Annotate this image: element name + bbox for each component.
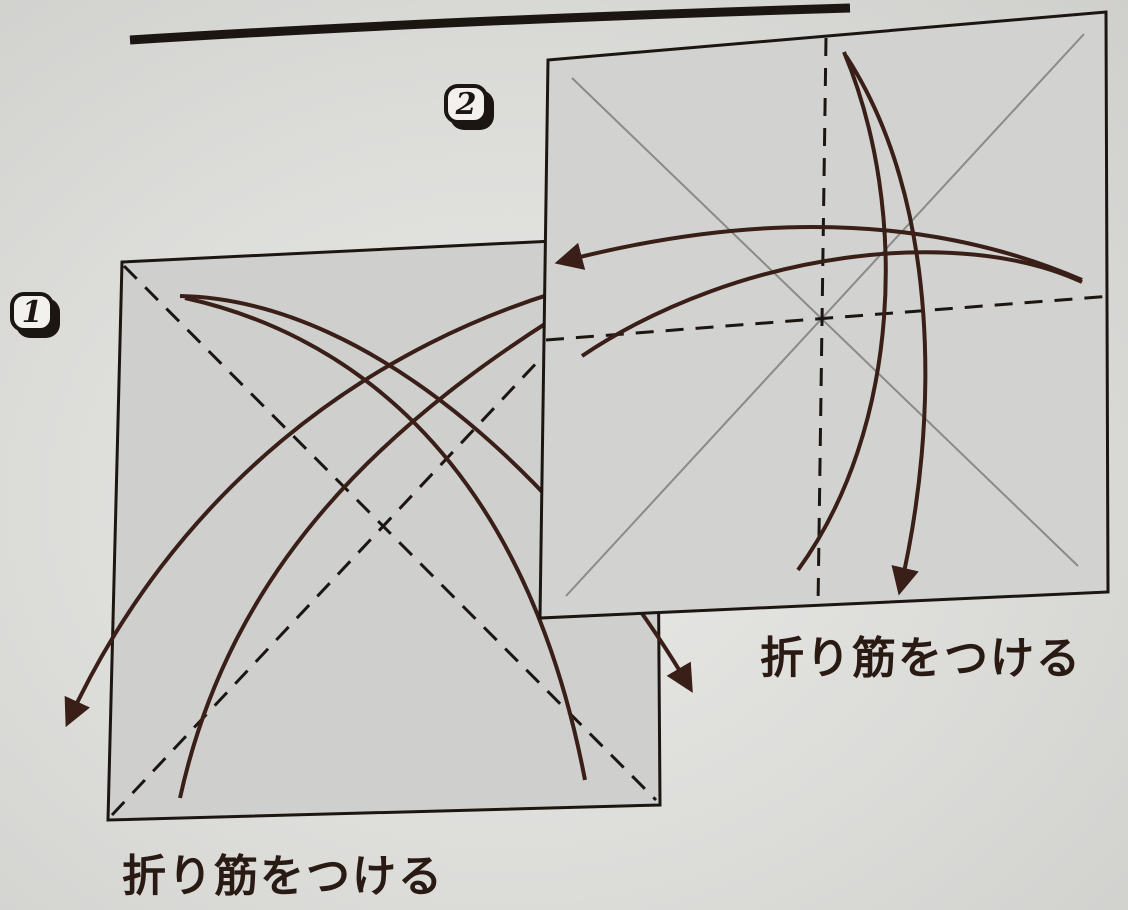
step-2-caption: 折り筋をつける (760, 633, 1082, 684)
step2-fold-arrow-up (796, 51, 888, 572)
step2-valley-fold-horizontal (545, 294, 1113, 342)
step2-square (538, 10, 1113, 620)
step2-fold-arrow-left (554, 225, 1083, 282)
step1-fold-arrow-d (178, 288, 602, 799)
step1-fold-arrow-a (184, 296, 587, 781)
step-1-badge: 1 (10, 292, 54, 332)
step-2-badge: 2 (444, 84, 488, 124)
step2-crease-diagonal-a (571, 77, 1079, 567)
step1-fold-arrow-c (64, 278, 601, 728)
top-rule (129, 3, 851, 45)
step-1-caption: 折り筋をつける (122, 851, 444, 902)
step1-valley-fold-diagonal-a (122, 264, 658, 802)
step2-crease-diagonal-b (565, 33, 1085, 597)
step2-fold-arrow-down (844, 54, 928, 596)
step1-square (64, 234, 693, 822)
step2-fold-arrow-right (580, 250, 1083, 358)
step2-valley-fold-vertical (816, 37, 828, 607)
